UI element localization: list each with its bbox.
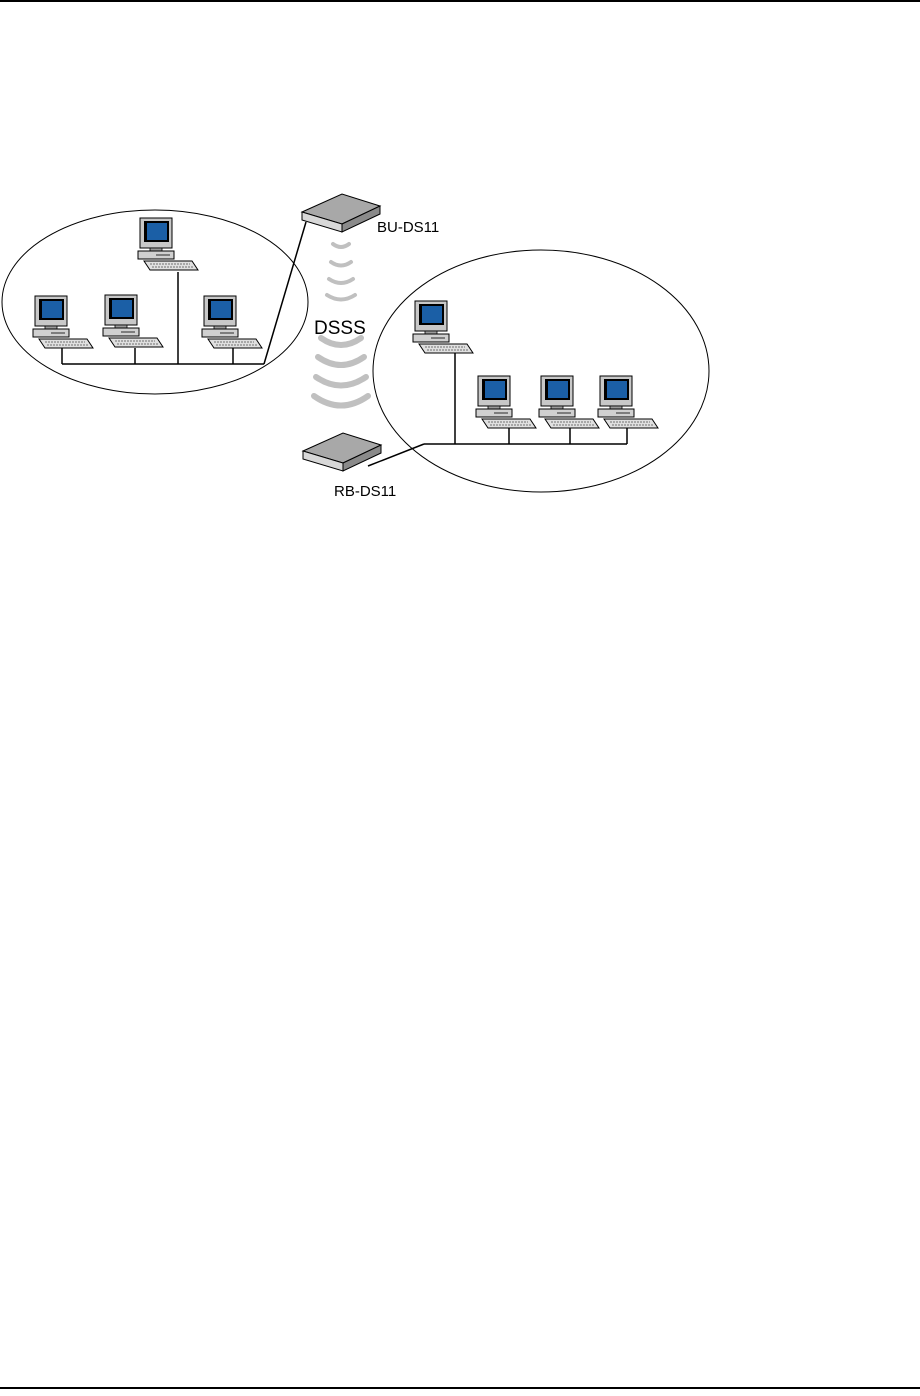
computer-icon	[539, 376, 599, 428]
footer-rule	[0, 1387, 920, 1389]
computer-icon	[138, 218, 198, 270]
computer-icon	[413, 301, 473, 353]
computer-icon	[103, 295, 163, 347]
computer-icon	[202, 296, 262, 348]
link-label: DSSS	[314, 318, 366, 339]
header-rule	[0, 0, 920, 2]
network-diagram: BU-DS11 DSSS RB-DS11	[0, 180, 920, 510]
computer-icon	[598, 376, 658, 428]
computer-icon	[476, 376, 536, 428]
remote-unit-label: RB-DS11	[334, 483, 396, 500]
base-unit-label: BU-DS11	[377, 219, 439, 236]
base-unit-device-icon	[302, 194, 380, 232]
lan-left-wiring	[62, 222, 306, 364]
lan-right-boundary	[373, 250, 709, 492]
computer-icon	[33, 296, 93, 348]
